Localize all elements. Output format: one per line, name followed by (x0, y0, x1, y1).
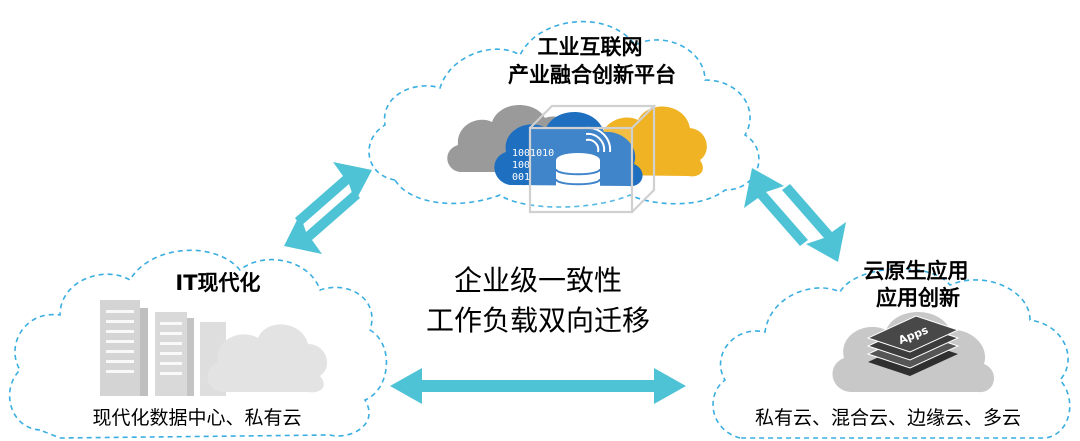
database-icon (555, 153, 601, 195)
right-cloud-outline (712, 267, 1071, 439)
right-node-title-line2: 应用创新 (876, 286, 960, 310)
apps-stack-icon: Apps (866, 315, 960, 376)
right-node-caption: 私有云、混合云、边缘云、多云 (755, 407, 1021, 429)
left-cloud-outline (8, 249, 388, 439)
arrow-bottom (390, 368, 686, 404)
arrow-left-top (284, 162, 372, 254)
left-node-icon (100, 300, 328, 396)
right-node-icon: Apps (832, 312, 995, 393)
binary-line-1: 1001010 (512, 148, 554, 159)
blue-cloud-icon (494, 111, 643, 187)
right-node-title-line1: 云原生应用 (864, 259, 969, 283)
server-rack-icon (100, 300, 226, 396)
top-cloud-outline (368, 20, 760, 208)
center-line1: 企业级一致性 (454, 264, 622, 297)
cube-icon (528, 104, 657, 214)
binary-line-2: 100 (512, 160, 530, 171)
left-node-title: IT现代化 (175, 271, 260, 295)
light-cloud-icon (207, 324, 328, 393)
left-node-caption: 现代化数据中心、私有云 (92, 407, 301, 429)
binary-line-4: 101 (512, 184, 530, 195)
binary-line-3: 001 (512, 172, 530, 183)
center-line2: 工作负载双向迁移 (426, 304, 650, 337)
top-node-icon: 1001010 100 001 101 (447, 104, 707, 214)
top-node-title-line1: 工业互联网 (538, 35, 643, 59)
top-node-title-line2: 产业融合创新平台 (508, 63, 676, 87)
arrow-right-top (744, 168, 846, 262)
